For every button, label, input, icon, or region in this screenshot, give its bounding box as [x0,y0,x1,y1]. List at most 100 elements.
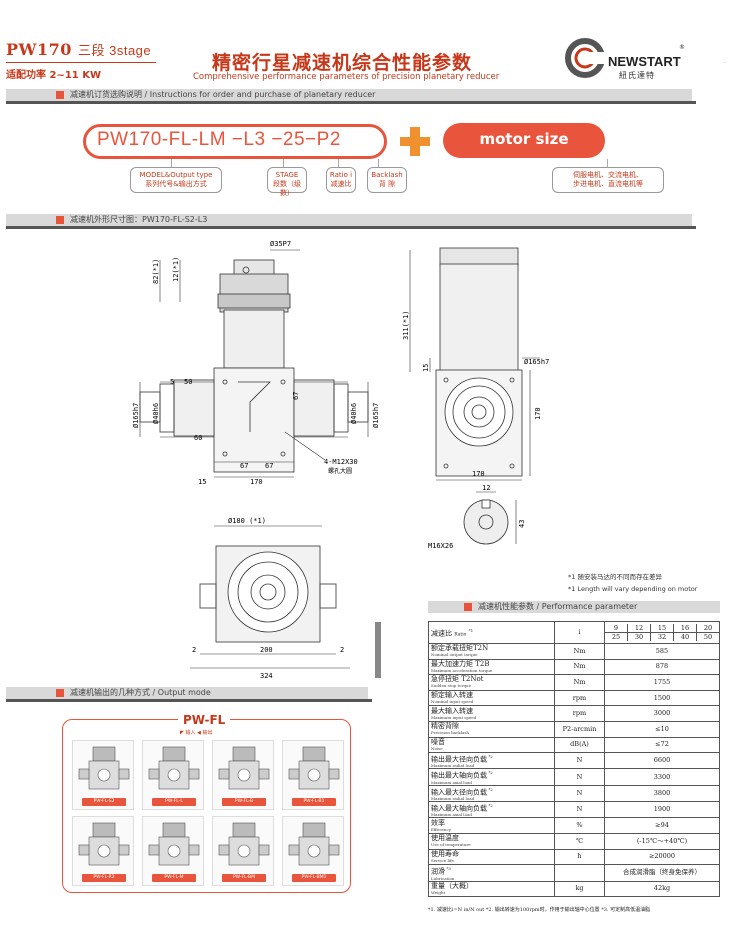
param-unit-cell: Nm [554,658,605,676]
param-value-cell: 878 [604,658,720,676]
dim-h311: 311(*1) [402,310,410,340]
output-mode-label: PW-FL-B [222,798,266,806]
tag-motor-line2: 步进电机、直流电机等 [573,180,643,188]
dim-bottom-2b: 2 [340,646,344,654]
param-name-en: Noise [431,745,443,751]
param-name-en: Maximum acceleration torque [431,667,493,673]
ratio-value: 20 [696,624,719,632]
param-unit-cell: Nm [554,674,605,691]
tag-ratio-cn: 减速比 [330,180,352,188]
dim-bottom-2a: 2 [192,646,196,654]
gearbox-icon [218,746,270,790]
param-name-cn: 输出最大轴向负载 *2 [431,770,493,780]
param-name-cn: 重量（大概） [431,881,473,890]
bullet-square-icon [56,689,64,697]
leader-line [607,159,608,169]
tag-backlash-en: Backlash [371,171,403,179]
output-mode-label: PW-FL-L [152,798,196,806]
ratio-value: 25 [605,632,627,641]
ratio-value: 30 [627,632,650,641]
param-value-cell: 585 [604,643,720,660]
section-bar-output: 减速机输出的几种方式 / Output mode [6,687,368,699]
dim-key-43: 43 [518,520,526,528]
dim-bottom-180: Ø180 (*1) [228,517,266,525]
param-unit-cell: N [554,784,605,803]
dim-h82: 82(*1) [152,259,160,284]
dim-170: 170 [250,478,263,486]
param-unit-cell: N [554,752,605,770]
output-mode-label: PW-FL-B1 [292,798,336,806]
param-unit-cell: rpm [554,689,605,707]
section-title-output: 减速机输出的几种方式 / Output mode [70,688,211,697]
param-footnote-mark: *2 [487,803,493,809]
dim-bottom-324: 324 [260,672,273,680]
param-name-en: Maximum axial load [431,779,472,785]
dim-side-pilot: Ø165h7 [524,358,549,366]
note-tap-cn: 螺孔大圆 [328,467,352,475]
param-value-cell: ≥20000 [604,848,720,866]
output-mode-item: PW-FL-M [142,816,204,886]
output-mode-label: PW-FL-S2 [82,798,126,806]
note-tap: 4-M12X30 [324,458,358,466]
dim-key-12: 12 [482,484,490,492]
dim-5: 5 [170,378,174,386]
section-title-perf: 减速机性能参数 / Performance parameter [478,602,638,611]
param-footnote-mark: *2 [487,754,493,760]
bar-shadow [6,699,372,702]
ratio-value: 15 [650,624,673,632]
ratio-value: 12 [627,624,650,632]
dim-right-shaft: Ø40h6 [350,403,358,424]
param-value-cell: 3800 [604,784,720,803]
bullet-square-icon [56,216,64,224]
gearbox-icon [218,822,270,866]
gearbox-icon [288,822,340,866]
front-view-drawing: Ø35P7 82(*1) 12(*1) 5 50 60 67 67 67 15 … [132,240,380,486]
section-bar-perf: 减速机性能参数 / Performance parameter [428,601,720,613]
param-value-cell: 1500 [604,689,720,707]
newstart-logo-icon [565,38,609,78]
tag-motor-line1: 伺服电机、交流电机、 [573,171,643,179]
page-scroll-marker [375,622,381,678]
output-mode-label: PW-FL-BM [222,874,266,882]
param-unit-cell: h [554,848,605,866]
param-name-cn: 急停扭矩 T2Not [431,675,484,684]
bullet-square-icon [464,603,472,611]
stage-label: 三段 3stage [77,43,152,58]
output-mode-item: PW-FL-B1 [282,740,344,810]
output-mode-item: PW-FL-BM [212,816,274,886]
output-mode-item: PW-FL-BM1 [282,816,344,886]
ratio-value: 40 [673,632,696,641]
output-mode-item: PW-FL-R2 [72,816,134,886]
param-unit-cell: Nm [554,643,605,660]
logo-subtext: 紐氏達特 [619,71,655,80]
output-mode-item: PW-FL-B [212,740,274,810]
param-value-cell: 6600 [604,752,720,770]
param-unit-cell [554,864,605,882]
param-name-en: Use of temperature [431,842,471,848]
param-name-cn: 输入最大径向负载 *2 [431,786,493,797]
param-value-cell: ≥94 [604,817,720,835]
output-mode-item: PW-FL-S2 [72,740,134,810]
param-name-cell: 重量（大概）Weight [428,880,555,898]
tag-stage: STAGE 段数（级数） [267,167,307,197]
param-name-en: Maximum input speed [431,714,477,720]
output-mode-label: PW-FL-M [152,874,196,882]
ratio-value: 16 [673,624,696,632]
param-name-cn: 额定承载扭矩T2N [431,644,489,653]
leader-line [171,159,172,169]
dim-60: 60 [194,434,202,442]
note-motor-cn: *1 随安装马达的不同而存在差异 [568,573,662,581]
leader-line [378,159,379,169]
